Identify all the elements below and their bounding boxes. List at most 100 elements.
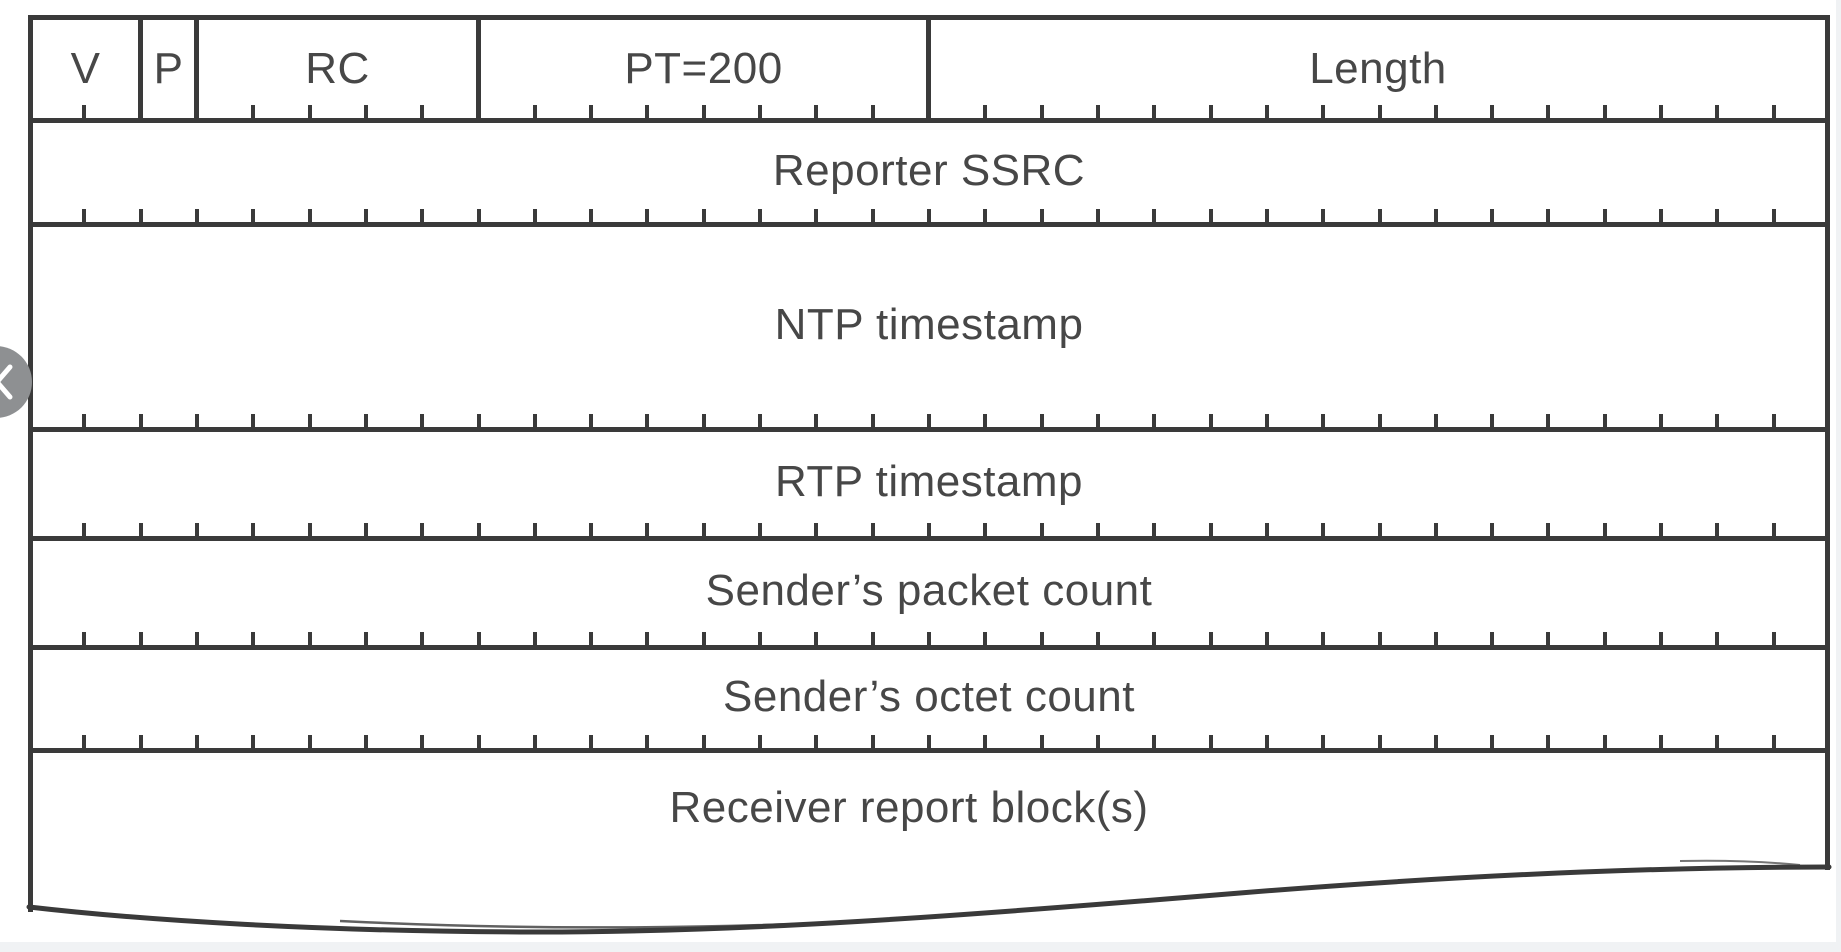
bit-tick xyxy=(476,735,481,748)
row-separator-line xyxy=(28,748,1830,753)
bit-tick xyxy=(1321,209,1326,222)
field-label-padding: P xyxy=(153,44,184,93)
row-separator-line xyxy=(28,222,1830,227)
bit-tick xyxy=(1377,209,1382,222)
bit-tick xyxy=(983,209,988,222)
bit-tick xyxy=(983,105,988,118)
bit-tick xyxy=(307,414,312,427)
bit-tick xyxy=(1771,414,1776,427)
bit-tick xyxy=(1602,209,1607,222)
bit-tick xyxy=(645,414,650,427)
bit-tick xyxy=(363,209,368,222)
bit-tick xyxy=(870,632,875,645)
bit-tick xyxy=(701,735,706,748)
bit-tick xyxy=(251,735,256,748)
bit-tick xyxy=(1095,209,1100,222)
bit-tick xyxy=(1715,105,1720,118)
bit-tick xyxy=(420,209,425,222)
bit-tick xyxy=(194,209,199,222)
row-label-reporter-ssrc: Reporter SSRC xyxy=(772,145,1086,195)
bit-tick xyxy=(589,735,594,748)
bit-tick xyxy=(194,735,199,748)
bit-tick xyxy=(251,209,256,222)
row-separator-line xyxy=(28,645,1830,650)
bit-tick xyxy=(1208,105,1213,118)
bit-tick xyxy=(1659,414,1664,427)
bit-tick xyxy=(1715,632,1720,645)
bit-tick xyxy=(532,735,537,748)
bit-tick xyxy=(589,414,594,427)
bit-tick xyxy=(645,105,650,118)
bit-tick xyxy=(1715,523,1720,536)
bit-tick xyxy=(1433,523,1438,536)
bit-tick xyxy=(1602,523,1607,536)
bit-tick xyxy=(532,523,537,536)
bit-tick xyxy=(927,523,931,536)
row-label-sender-packet-count: Sender’s packet count xyxy=(705,566,1153,615)
bit-tick xyxy=(1039,632,1044,645)
bit-tick xyxy=(1264,105,1269,118)
bit-tick xyxy=(1095,735,1100,748)
bit-tick xyxy=(814,735,819,748)
bit-tick xyxy=(1321,632,1326,645)
bit-tick xyxy=(870,105,875,118)
bit-tick xyxy=(1490,735,1495,748)
bit-tick xyxy=(420,632,425,645)
bit-tick xyxy=(1321,105,1326,118)
bit-tick xyxy=(1208,523,1213,536)
bit-tick xyxy=(82,632,87,645)
bit-tick xyxy=(307,735,312,748)
bit-tick xyxy=(758,632,763,645)
bit-tick xyxy=(1546,209,1551,222)
bit-tick xyxy=(1095,632,1100,645)
bit-tick xyxy=(1546,105,1551,118)
bit-tick xyxy=(1039,523,1044,536)
bit-tick xyxy=(138,414,143,427)
torn-edge-line-echo xyxy=(339,916,921,929)
bit-tick xyxy=(363,414,368,427)
bit-tick xyxy=(1659,105,1664,118)
bit-tick xyxy=(1659,632,1664,645)
bit-tick xyxy=(532,105,537,118)
row-separator-line xyxy=(28,536,1830,541)
bit-tick xyxy=(1377,414,1382,427)
page-back-button[interactable] xyxy=(0,346,32,418)
bit-tick xyxy=(1152,414,1157,427)
bit-tick xyxy=(138,209,143,222)
bit-tick xyxy=(1208,735,1213,748)
bit-tick xyxy=(476,414,481,427)
bit-tick xyxy=(1264,632,1269,645)
bit-tick xyxy=(1321,735,1326,748)
bit-tick xyxy=(1208,414,1213,427)
bit-tick xyxy=(1771,105,1776,118)
bit-tick xyxy=(983,632,988,645)
bit-tick xyxy=(1433,632,1438,645)
bit-tick xyxy=(814,105,819,118)
bit-tick xyxy=(251,632,256,645)
bit-tick xyxy=(870,735,875,748)
bit-tick xyxy=(363,632,368,645)
bit-tick xyxy=(1433,105,1438,118)
bit-tick xyxy=(1715,735,1720,748)
bit-tick xyxy=(82,105,87,118)
bit-tick xyxy=(1321,414,1326,427)
bit-tick xyxy=(758,105,763,118)
bit-tick xyxy=(82,735,87,748)
bit-tick xyxy=(1771,209,1776,222)
bit-tick xyxy=(194,632,199,645)
bit-tick xyxy=(1095,105,1100,118)
bit-tick xyxy=(138,632,143,645)
bit-tick xyxy=(476,523,481,536)
bit-tick xyxy=(1546,523,1551,536)
torn-edge-line xyxy=(26,864,1832,935)
bit-tick xyxy=(476,209,481,222)
bit-tick xyxy=(645,523,650,536)
bit-tick xyxy=(701,632,706,645)
bit-tick xyxy=(1321,523,1326,536)
bit-tick xyxy=(420,414,425,427)
bit-tick xyxy=(1490,105,1495,118)
bit-tick xyxy=(1377,105,1382,118)
bit-tick xyxy=(251,414,256,427)
bit-tick xyxy=(589,105,594,118)
bit-tick xyxy=(927,735,931,748)
